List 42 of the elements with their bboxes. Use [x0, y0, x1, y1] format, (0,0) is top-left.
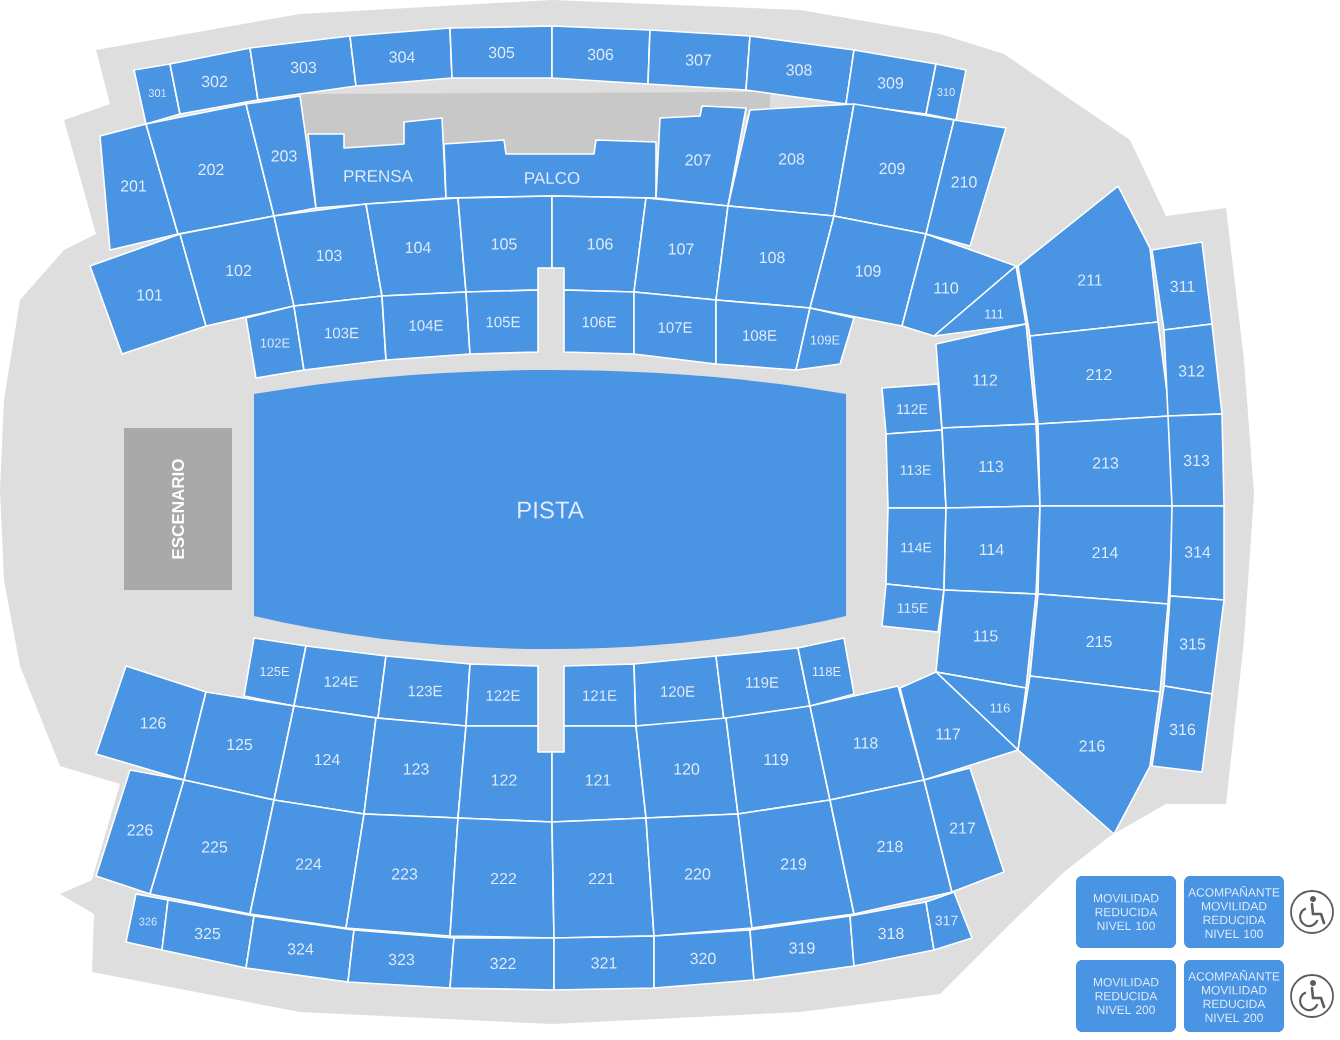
seating-section: 208 — [727, 103, 855, 217]
seating-section: 123 — [363, 717, 467, 819]
seating-section: 103 — [273, 203, 383, 307]
seating-section: 107 — [633, 197, 729, 301]
seating-section: 101 — [89, 233, 207, 355]
seating-section: 304 — [349, 27, 453, 87]
floor-area: PISTA — [254, 370, 846, 649]
seating-section: 305 — [449, 25, 553, 79]
seating-section: 108 — [715, 205, 835, 309]
seating-section: 203 — [245, 95, 317, 217]
seating-section: 105 — [457, 195, 553, 293]
stage-block: ESCENARIO — [124, 428, 232, 590]
seating-section: 115 — [935, 589, 1037, 689]
seating-section: 324 — [245, 915, 355, 983]
seating-section: 319 — [749, 915, 855, 981]
seating-section: 315 — [1163, 595, 1225, 695]
seating-section: 316 — [1151, 685, 1213, 773]
seating-section: 124 — [273, 705, 377, 815]
seating-section: 122 — [457, 725, 553, 823]
seating-section: 306 — [551, 25, 651, 85]
seating-section: 314 — [1169, 505, 1225, 601]
seating-section: 226 — [95, 769, 185, 895]
seating-section: 102 — [179, 215, 295, 327]
seating-section: 126 — [95, 665, 207, 781]
seating-section: 109 — [809, 215, 927, 327]
seating-section: 119 — [725, 705, 831, 815]
seating-section: 112 — [935, 323, 1037, 429]
seating-section: 322 — [449, 937, 555, 991]
seating-section: 303 — [249, 35, 357, 101]
seating-section: 313 — [1167, 413, 1225, 507]
seating-section: 318 — [849, 901, 935, 967]
seating-section: 104 — [365, 197, 467, 297]
seating-section: 113 — [941, 423, 1041, 509]
seating-section: 118 — [809, 685, 925, 801]
seating-section: 114 — [943, 505, 1041, 595]
seating-section: 321 — [553, 935, 655, 991]
seating-section: 308 — [745, 35, 855, 105]
seating-section: 323 — [347, 929, 455, 989]
seating-section: 311 — [1151, 241, 1213, 331]
seating-section: 312 — [1163, 323, 1223, 417]
seating-section: 125 — [183, 691, 295, 801]
seating-section: 120 — [635, 717, 739, 819]
